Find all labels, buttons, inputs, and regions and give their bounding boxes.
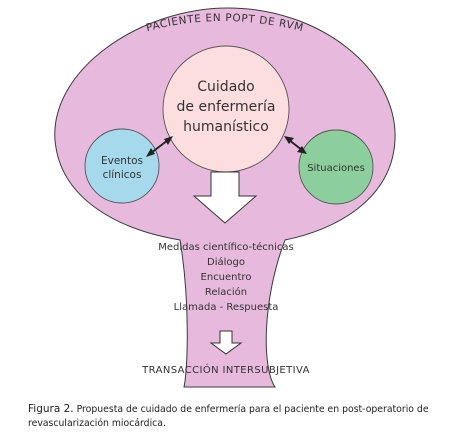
- center-circle-line3: humanístico: [183, 119, 269, 135]
- left-circle-line1: Eventos: [101, 155, 143, 167]
- small-down-arrow: [209, 330, 243, 355]
- big-down-arrow: [192, 171, 258, 224]
- figure-caption: Figura 2. Propuesta de cuidado de enferm…: [28, 402, 438, 431]
- diagram: PACIENTE EN POPT DE RVM Cuidado de enfer…: [54, 7, 396, 388]
- item-call-response: Llamada - Respuesta: [174, 302, 279, 313]
- right-double-arrow: [284, 136, 307, 154]
- center-circle-line2: de enfermería: [177, 99, 276, 115]
- caption-text: Propuesta de cuidado de enfermería para …: [28, 404, 429, 429]
- center-circle-line1: Cuidado: [197, 79, 254, 95]
- bottom-label: TRANSACCIÓN INTERSUBJETIVA: [141, 363, 310, 376]
- right-circle-label: Situaciones: [307, 163, 365, 174]
- item-dialogue: Diálogo: [207, 256, 245, 268]
- left-circle-line2: clínicos: [103, 169, 142, 181]
- right-circle: [298, 129, 374, 205]
- item-measures: Medidas científico-técnicas: [158, 241, 293, 253]
- caption-figure-label: Figura 2.: [28, 403, 74, 415]
- left-double-arrow: [146, 136, 173, 157]
- item-encounter: Encuentro: [201, 272, 252, 283]
- left-circle: [84, 128, 160, 204]
- item-relation: Relación: [205, 286, 247, 298]
